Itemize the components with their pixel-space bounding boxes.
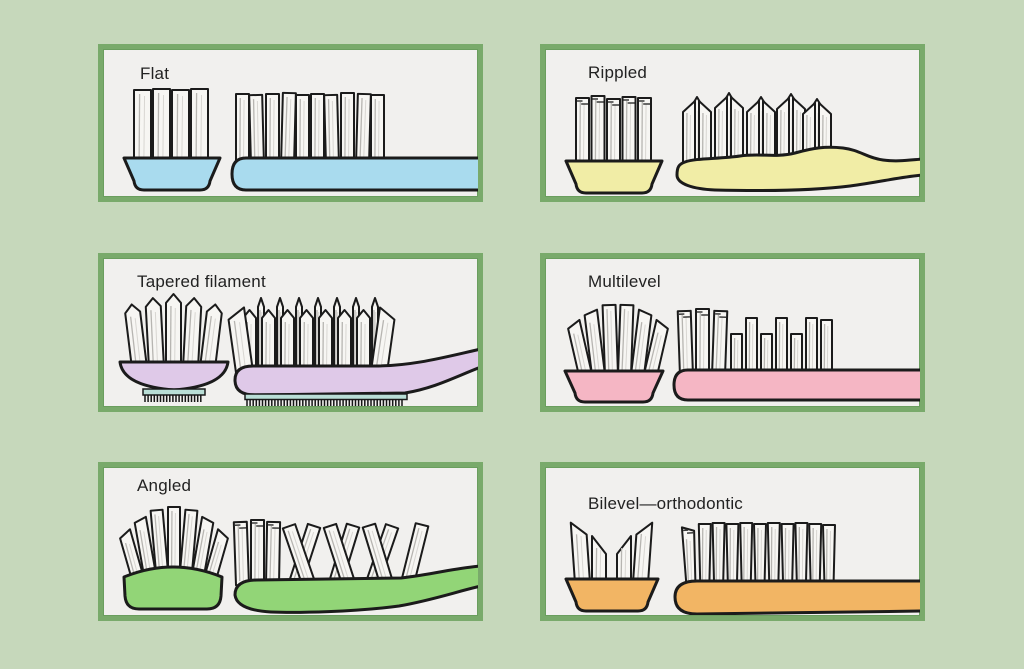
toothbrush-illustration-flat (122, 88, 478, 192)
toothbrush-illustration-bilevel-orthodontic (564, 521, 920, 615)
panel-flat: Flat (98, 44, 483, 202)
toothbrush-illustration-rippled (564, 92, 920, 195)
panel-label-tapered-filament: Tapered filament (137, 272, 266, 291)
panel-multilevel: Multilevel (540, 253, 925, 412)
panel-label-bilevel-orthodontic: Bilevel—orthodontic (588, 494, 743, 513)
panel-label-angled: Angled (137, 476, 192, 495)
toothbrush-illustration-tapered-filament (118, 293, 478, 406)
panel-label-rippled: Rippled (588, 63, 648, 82)
panel-label-multilevel: Multilevel (588, 272, 661, 291)
panel-bilevel-orthodontic: Bilevel—orthodontic (540, 462, 925, 621)
toothbrush-illustration-angled (119, 506, 478, 614)
panel-tapered-filament: Tapered filament (98, 253, 483, 412)
toothbrush-illustration-multilevel (563, 303, 920, 404)
panel-angled: Angled (98, 462, 483, 621)
panel-rippled: Rippled (540, 44, 925, 202)
panel-label-flat: Flat (140, 64, 170, 83)
